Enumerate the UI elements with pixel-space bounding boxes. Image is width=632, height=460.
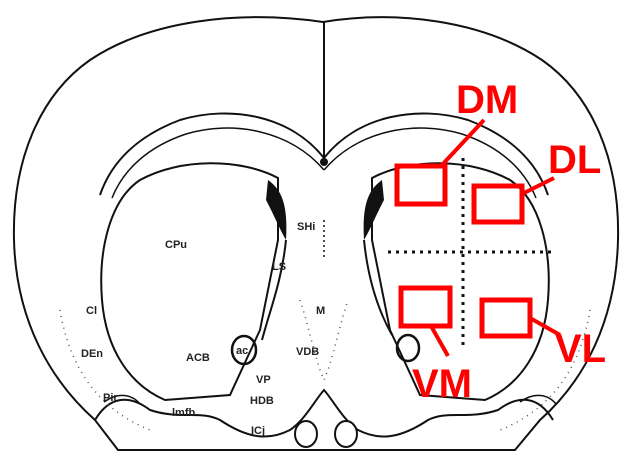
left-optic-circle bbox=[295, 421, 317, 447]
region-label-vm: VM bbox=[412, 362, 472, 406]
outer-cortex-outline bbox=[14, 17, 618, 450]
region-label-vl: VL bbox=[555, 327, 606, 371]
label-den: DEn bbox=[81, 348, 103, 360]
vm-sample-box bbox=[401, 288, 450, 326]
corpus-callosum-left bbox=[100, 113, 324, 195]
stipple-band-left bbox=[60, 310, 150, 430]
label-ci: Cl bbox=[86, 305, 97, 317]
label-shi: SHi bbox=[297, 221, 315, 233]
right-anterior-commissure bbox=[397, 335, 419, 361]
label-pir: Pir bbox=[103, 392, 118, 404]
midline-dot bbox=[320, 158, 328, 166]
label-cpu: CPu bbox=[165, 239, 187, 251]
right-lateral-ventricle bbox=[364, 180, 384, 240]
dm-sample-box bbox=[397, 166, 445, 204]
region-label-dl: DL bbox=[548, 138, 601, 182]
label-icj: ICj bbox=[251, 425, 265, 437]
label-ls: LS bbox=[272, 261, 286, 273]
label-m: M bbox=[316, 305, 325, 317]
vl-sample-box bbox=[482, 300, 530, 336]
left-lateral-ventricle bbox=[266, 180, 286, 240]
vm-leader-line bbox=[431, 326, 448, 356]
label-lmfb: lmfb bbox=[172, 407, 196, 419]
ventral-outline bbox=[95, 390, 553, 437]
label-ac: ac bbox=[236, 345, 248, 357]
dl-sample-box bbox=[474, 186, 522, 222]
label-vdb: VDB bbox=[296, 346, 319, 358]
region-label-dm: DM bbox=[456, 78, 518, 122]
right-optic-circle bbox=[335, 421, 357, 447]
label-vp: VP bbox=[256, 374, 271, 386]
label-acb: ACB bbox=[186, 352, 210, 364]
label-hdb: HDB bbox=[250, 395, 274, 407]
left-striatum-outline bbox=[101, 163, 278, 400]
